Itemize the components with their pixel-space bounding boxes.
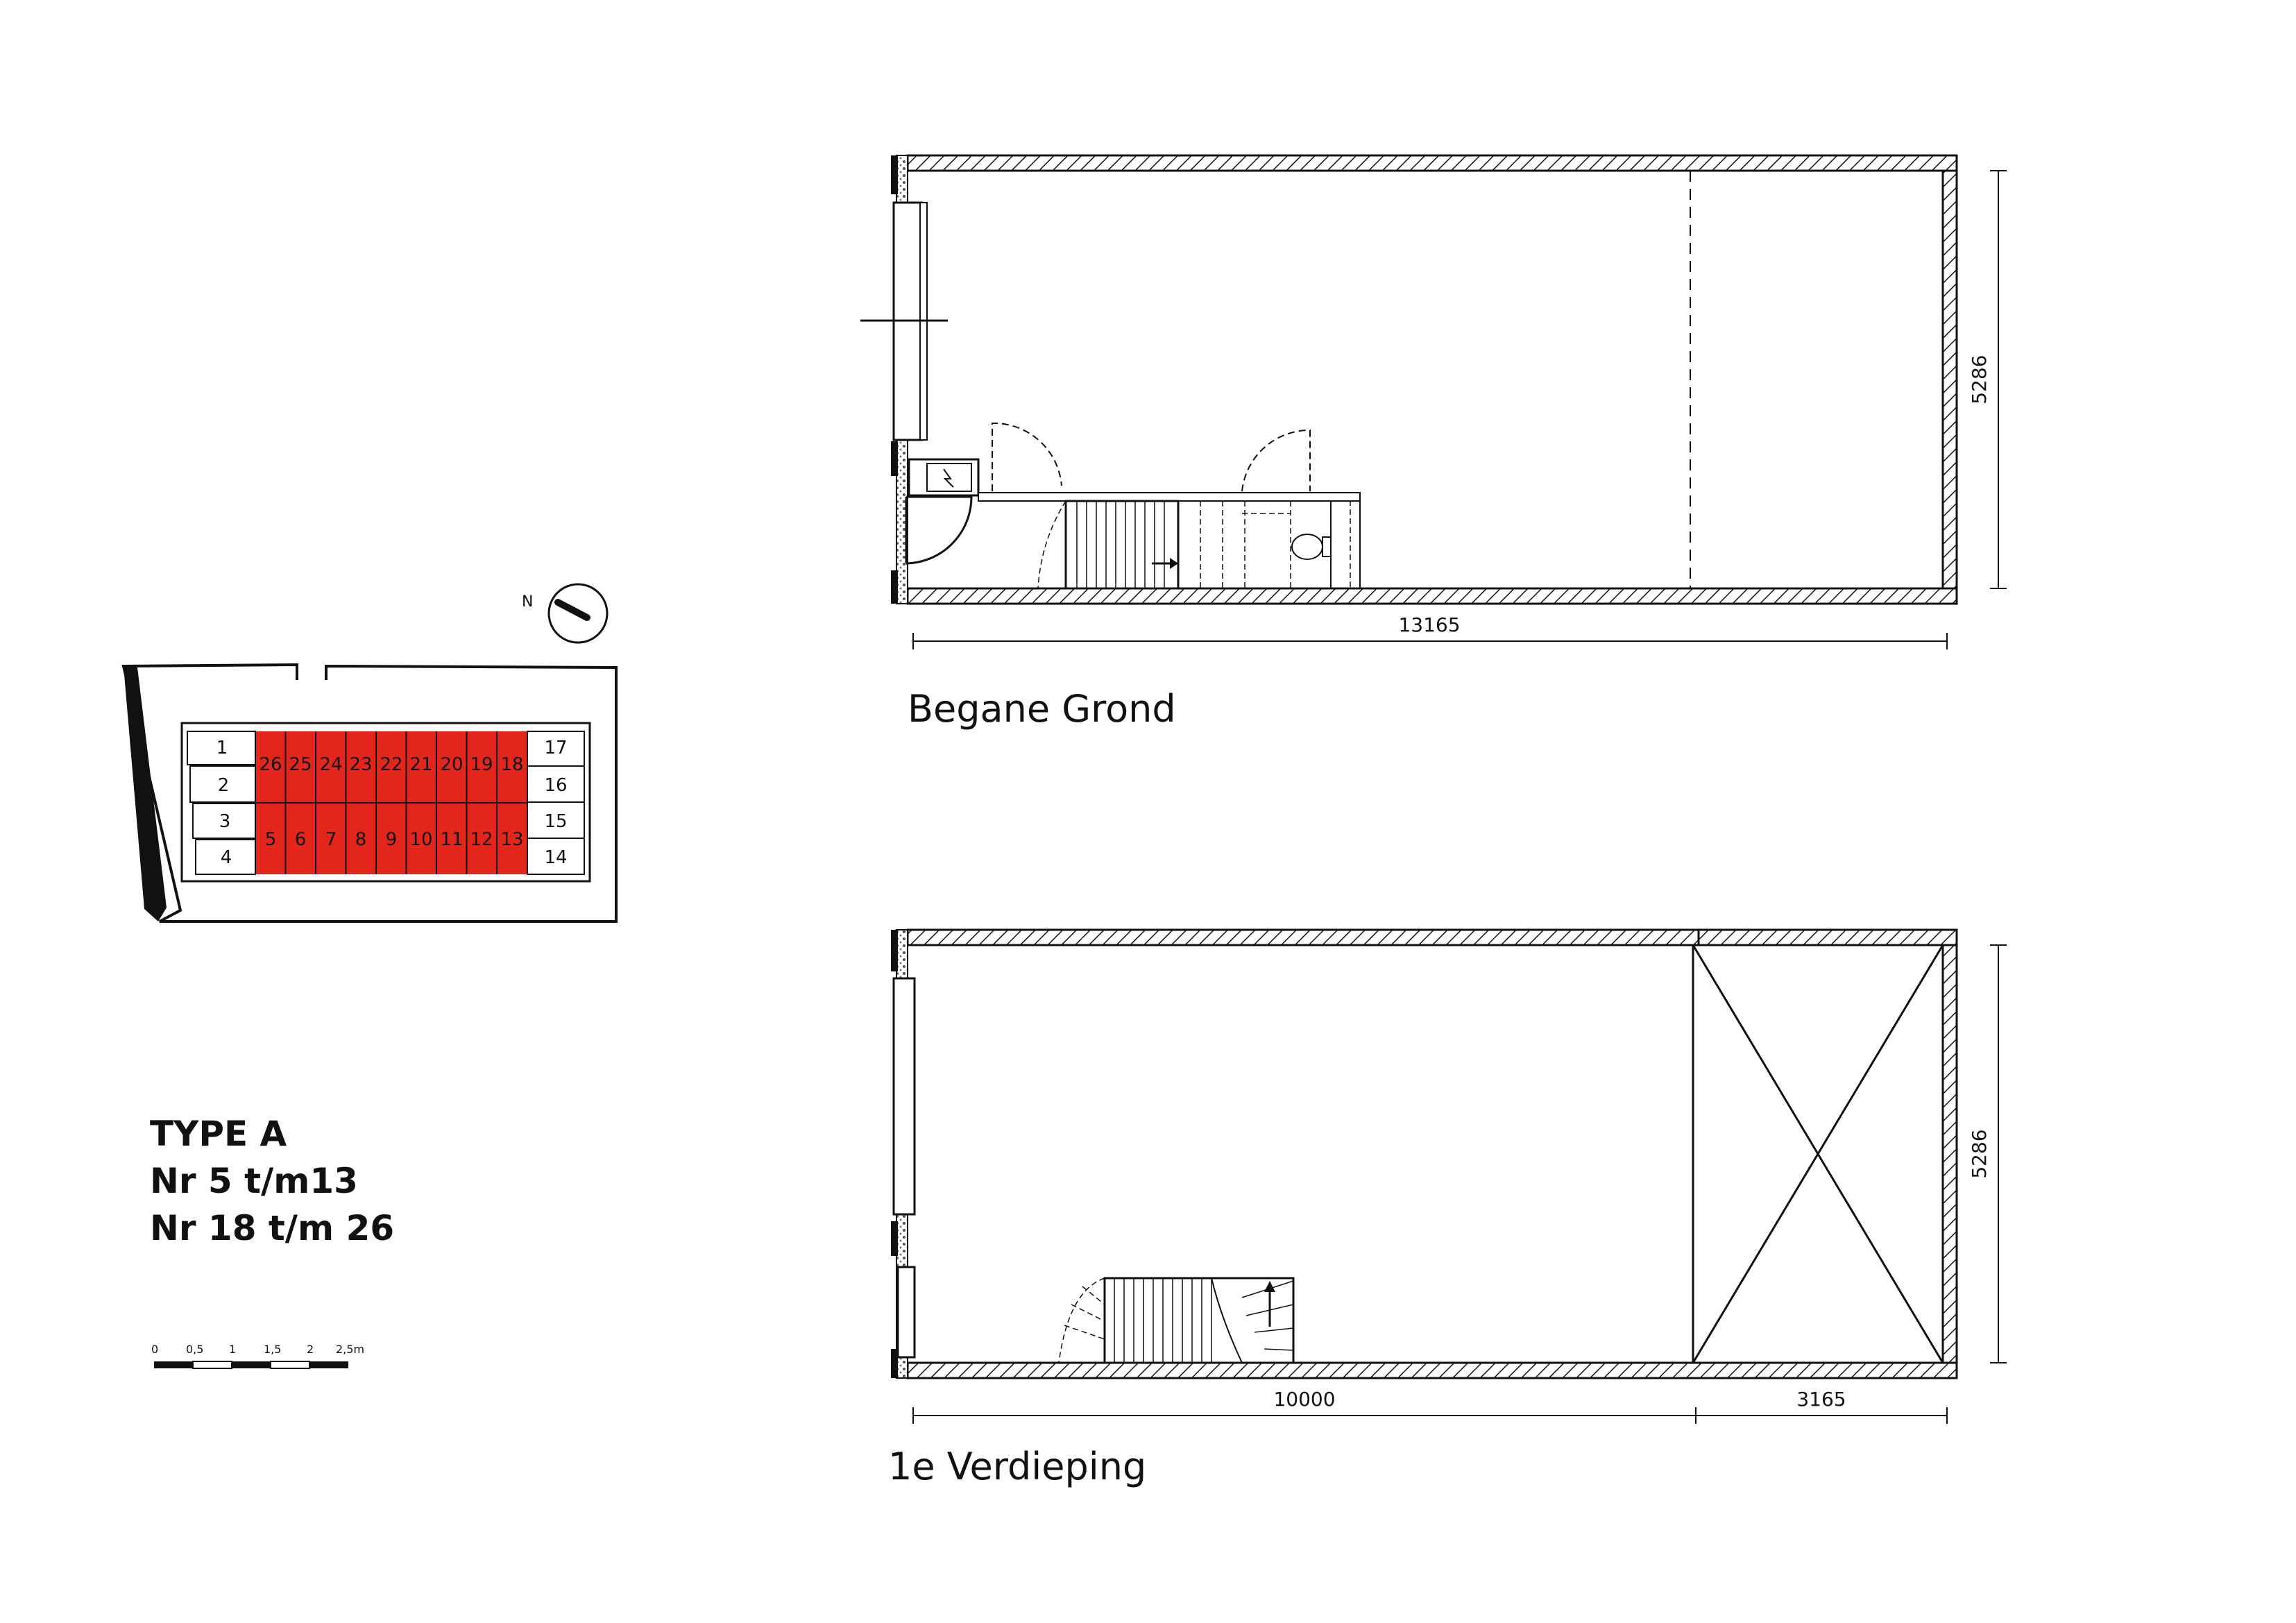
dim-depth: 5286 [1968,1129,1991,1178]
scale-tick: 1,5 [264,1343,281,1356]
ground-floor-plan: 13165 5286 [860,154,2007,649]
unit-label: 25 [289,754,312,775]
dim-main: 10000 [1273,1388,1335,1411]
unit-label: 14 [544,847,567,868]
scale-tick: 1 [229,1343,236,1356]
unit-label: 21 [409,754,432,775]
unit-label: 20 [440,754,463,775]
unit-label: 3 [219,811,231,832]
unit-label: 17 [544,738,567,758]
dim-void: 3165 [1796,1388,1846,1411]
unit-label: 6 [295,829,307,850]
unit-label: 8 [355,829,367,850]
unit-label: 5 [265,829,277,850]
scale-tick: 2 [307,1343,314,1356]
unit-label: 15 [544,811,567,832]
unit-label: 22 [380,754,402,775]
range-1: Nr 5 t/m13 [150,1161,358,1201]
unit-label: 12 [470,829,493,850]
unit-label: 26 [259,754,282,775]
unit-label: 18 [500,754,523,775]
unit-label: 16 [544,775,567,796]
scale-bar: 0 0,5 1 1,5 2 2,5m [151,1343,364,1369]
scale-tick: 2,5m [336,1343,364,1356]
unit-label: 7 [325,829,337,850]
site-plan: 1 2 3 4 26 25 24 23 22 21 20 19 18 5 6 7… [121,663,618,923]
unit-label: 9 [386,829,398,850]
unit-label: 11 [440,829,463,850]
dim-depth: 5286 [1968,355,1991,404]
unit-label: 13 [500,829,523,850]
ground-floor-title: Begane Grond [908,687,1176,731]
dim-length: 13165 [1398,613,1460,636]
unit-label: 24 [319,754,342,775]
first-floor-title: 1e Verdieping [888,1445,1147,1488]
north-label: N [522,593,533,611]
unit-label: 23 [349,754,372,775]
type-label: TYPE A [150,1114,287,1154]
first-floor-plan: 10000 3165 5286 [891,928,2007,1424]
scale-tick: 0,5 [186,1343,203,1356]
scale-tick: 0 [151,1343,158,1356]
unit-label: 10 [409,829,432,850]
unit-label: 4 [221,847,232,868]
unit-label: 1 [216,738,228,758]
unit-label: 19 [470,754,493,775]
north-arrow: N [522,583,609,644]
unit-label: 2 [218,775,230,796]
type-heading: TYPE A Nr 5 t/m13 Nr 18 t/m 26 [150,1110,394,1252]
range-2: Nr 18 t/m 26 [150,1208,395,1248]
